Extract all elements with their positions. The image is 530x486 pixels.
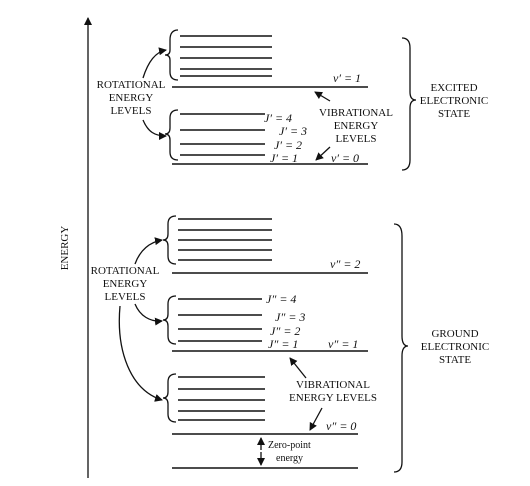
excited-v1-rotational-levels [180, 35, 272, 77]
ground-rot-arrow-top [134, 237, 163, 265]
excited-vibrational-label-1: VIBRATIONAL [319, 107, 393, 119]
excited-v0-label: v′ = 0 [331, 151, 359, 165]
excited-vib-arrow-up [314, 91, 331, 102]
excited-rotational-label-2: ENERGY [109, 92, 154, 104]
excited-vibrational-label-2: ENERGY [334, 120, 379, 132]
zero-point-label-2: energy [276, 453, 303, 464]
excited-v1-label: v′ = 1 [333, 71, 361, 85]
energy-axis-label: ENERGY [59, 226, 71, 271]
excited-rotational-label-3: LEVELS [111, 105, 152, 117]
ground-vibrational-label-2: ENERGY LEVELS [289, 392, 377, 404]
excited-v0-brace [164, 109, 179, 161]
ground-v1-label: v″ = 1 [328, 337, 358, 351]
excited-v1-brace [164, 29, 179, 81]
ground-vibrational-label-1: VIBRATIONAL [296, 379, 370, 391]
excited-rotational-label-1: ROTATIONAL [97, 79, 166, 91]
excited-rot-arrow-down [142, 119, 167, 140]
excited-j2-label: J′ = 2 [274, 138, 302, 152]
excited-state-label-3: STATE [438, 108, 470, 120]
ground-state-label-2: ELECTRONIC [421, 341, 489, 353]
ground-j4-label: J″ = 4 [266, 292, 296, 306]
ground-rot-arrow-bottom [118, 305, 163, 402]
ground-v1-rotational-levels [178, 298, 262, 342]
excited-state-brace [401, 37, 417, 171]
ground-state-label-3: STATE [439, 354, 471, 366]
ground-v0-rotational-levels [178, 376, 265, 421]
zero-point-label-1: Zero-point [268, 440, 311, 451]
excited-state-label-1: EXCITED [430, 82, 477, 94]
ground-v2-rotational-levels [178, 218, 272, 261]
ground-rotational-label-2: ENERGY [103, 278, 148, 290]
excited-rot-arrow-up [142, 47, 167, 79]
excited-vibrational-label-3: LEVELS [336, 133, 377, 145]
ground-state-label-1: GROUND [431, 328, 478, 340]
ground-rotational-label-1: ROTATIONAL [91, 265, 160, 277]
ground-rotational-label-3: LEVELS [105, 291, 146, 303]
ground-j2-label: J″ = 2 [270, 324, 300, 338]
excited-j4-label: J′ = 4 [264, 111, 292, 125]
ground-v1-brace [162, 295, 177, 345]
ground-v2-brace [162, 215, 177, 265]
ground-vib-arrow-down [309, 407, 323, 431]
ground-j1-label: J″ = 1 [268, 337, 298, 351]
ground-v0-brace [162, 373, 177, 423]
excited-j3-label: J′ = 3 [279, 124, 307, 138]
ground-vib-arrow-up [289, 357, 307, 379]
ground-rot-arrow-mid [134, 303, 163, 326]
excited-state-label-2: ELECTRONIC [420, 95, 488, 107]
ground-j3-label: J″ = 3 [275, 310, 305, 324]
excited-j1-label: J′ = 1 [270, 151, 298, 165]
ground-v0-label: v″ = 0 [326, 419, 356, 433]
ground-state-brace [393, 223, 409, 473]
ground-v2-label: v″ = 2 [330, 257, 360, 271]
excited-vib-arrow-down [315, 146, 331, 161]
excited-v0-rotational-levels [180, 113, 265, 156]
